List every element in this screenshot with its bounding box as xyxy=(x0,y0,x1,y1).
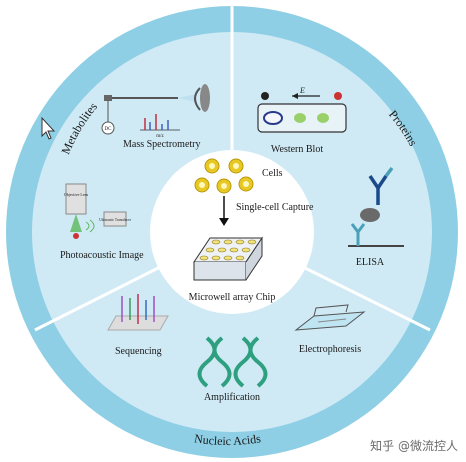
mz-label: m/z xyxy=(156,134,164,139)
mass-spec-label: Mass Spectrometry xyxy=(123,139,201,150)
dc-label: DC xyxy=(105,127,113,132)
chip-label: Microwell array Chip xyxy=(189,292,276,303)
sector-dividers xyxy=(34,6,431,332)
electrophoresis-illustration xyxy=(294,304,366,331)
ultrasonic-label: Ultrasonic Transducer xyxy=(99,218,132,222)
objective-lens-label: Objective Lens xyxy=(64,192,89,197)
capture-label: Single-cell Capture xyxy=(236,202,314,213)
amplification-label: Amplification xyxy=(204,392,260,403)
electrophoresis-label: Electrophoresis xyxy=(299,344,361,355)
western-blot-illustration: E xyxy=(257,86,347,133)
watermark: 知乎 @微流控人 xyxy=(370,439,458,453)
cursor-icon xyxy=(41,116,56,140)
western-blot-label: Western Blot xyxy=(271,144,323,155)
photoacoustic-label: Photoacoustic Image xyxy=(60,250,144,261)
nucleic-acids-label: Nucleic Acids xyxy=(193,431,262,448)
sequencing-label: Sequencing xyxy=(115,346,162,357)
cells-illustration xyxy=(194,158,254,194)
mass-spec-illustration: DC m/z xyxy=(101,84,210,139)
electric-field-label: E xyxy=(299,86,305,95)
elisa-label: ELISA xyxy=(356,257,385,268)
center-circle xyxy=(150,150,314,314)
cells-label: Cells xyxy=(262,168,283,179)
microwell-chip-illustration xyxy=(193,236,263,281)
dna-helix-illustration xyxy=(197,336,268,388)
elisa-illustration xyxy=(348,166,404,247)
photoacoustic-illustration: Objective Lens Ultrasonic Transducer xyxy=(64,183,132,239)
sequencing-illustration xyxy=(107,294,169,331)
